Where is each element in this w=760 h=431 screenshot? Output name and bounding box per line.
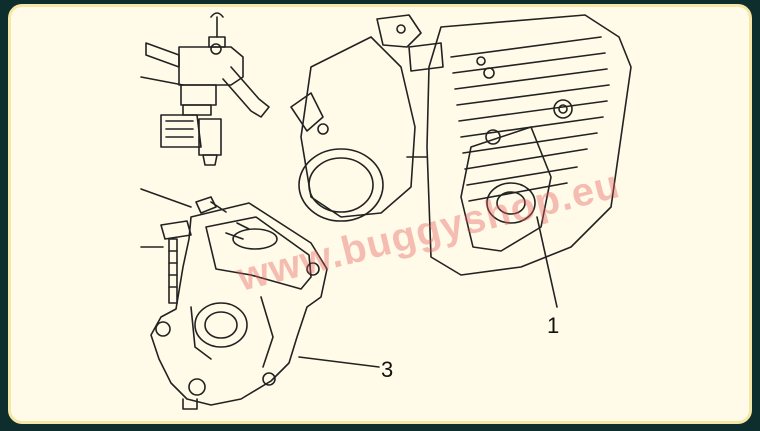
intake-manifold xyxy=(150,202,328,410)
leader-line-part-1 xyxy=(536,216,558,308)
leader-line-part-3 xyxy=(298,356,380,368)
diagram-panel: www.buggyshop.eu 1 3 xyxy=(8,4,752,424)
fuel-injector xyxy=(140,12,270,166)
callout-label-part-1: 1 xyxy=(547,313,560,338)
exploded-parts-drawing xyxy=(140,12,632,410)
bolts xyxy=(140,188,227,304)
throttle-body xyxy=(290,14,632,276)
callout-label-part-3: 3 xyxy=(381,357,394,382)
